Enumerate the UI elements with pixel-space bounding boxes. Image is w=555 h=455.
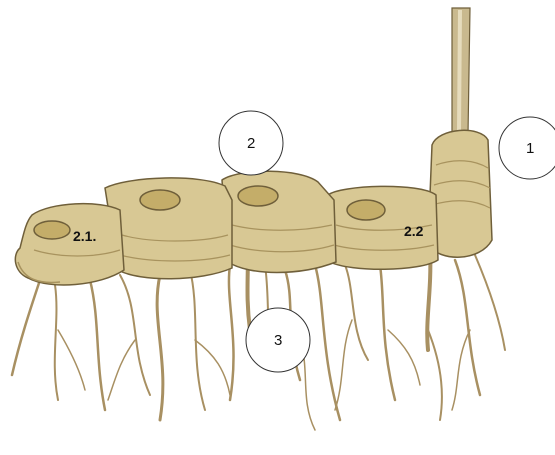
label-segment-2-2: 2.2 — [404, 223, 424, 239]
callout-3-text: 3 — [274, 332, 282, 349]
root — [380, 265, 395, 400]
root — [315, 265, 340, 420]
bud-scar — [34, 221, 70, 239]
root — [388, 330, 420, 385]
root — [55, 285, 58, 400]
bud-scar — [347, 200, 385, 220]
callout-1-text: 1 — [526, 140, 534, 157]
root — [90, 280, 105, 410]
root — [190, 270, 205, 410]
root — [120, 275, 150, 395]
segment-middle — [222, 171, 336, 272]
root — [229, 265, 234, 400]
bud-scar — [238, 186, 278, 206]
callout-3: 3 — [246, 308, 310, 372]
callout-2-text: 2 — [247, 135, 255, 152]
root — [428, 330, 442, 420]
bud-scar — [140, 190, 180, 210]
root — [345, 265, 368, 360]
segment-2-1 — [15, 204, 124, 285]
root — [12, 280, 40, 375]
root — [335, 320, 352, 410]
root — [157, 275, 163, 420]
root — [452, 330, 470, 410]
callout-2: 2 — [219, 111, 283, 175]
root — [475, 255, 505, 350]
callout-1: 1 — [499, 117, 555, 179]
stem — [452, 8, 470, 135]
root — [58, 330, 85, 390]
root — [108, 340, 135, 400]
label-segment-2-1: 2.1. — [73, 228, 96, 244]
